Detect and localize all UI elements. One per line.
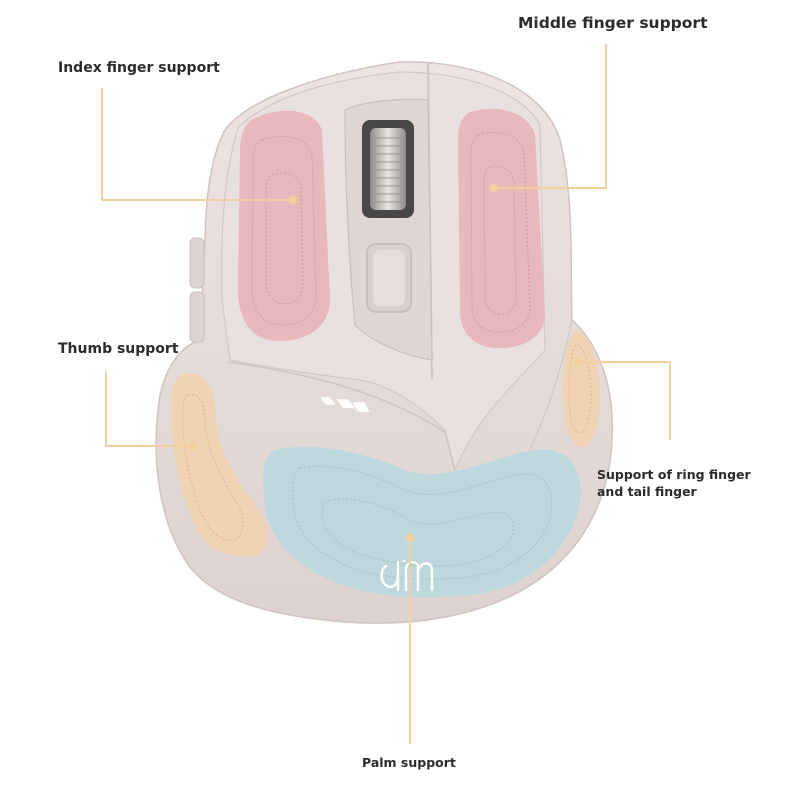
leader-lines (101, 44, 671, 744)
label-palm-support: Palm support (362, 755, 456, 770)
leader-dot-middle (489, 183, 499, 193)
leader-dot-palm (405, 533, 415, 543)
side-button-back (189, 291, 205, 343)
side-button-forward (189, 237, 205, 289)
label-ring-tail-finger-support: Support of ring finger and tail finger (597, 466, 751, 500)
middle-finger-pad (458, 108, 545, 349)
leader-middle (494, 44, 607, 189)
palm-pad (263, 446, 581, 598)
leader-dots (187, 183, 583, 543)
label-ring-tail-line2: and tail finger (597, 484, 697, 499)
index-finger-pad (238, 110, 330, 341)
leader-dot-ring (573, 357, 583, 367)
inphic-logo (380, 559, 434, 592)
scroll-wheel-icon (362, 120, 414, 218)
label-index-finger-support: Index finger support (58, 60, 220, 76)
leader-index (101, 88, 293, 201)
ring-tail-finger-pad (563, 329, 601, 448)
label-thumb-support: Thumb support (58, 341, 179, 357)
label-middle-finger-support: Middle finger support (518, 14, 708, 32)
dpi-indicator-lights (319, 396, 371, 413)
leader-dot-index (288, 195, 298, 205)
thumb-pad (170, 373, 268, 557)
leader-dot-thumb (187, 441, 197, 451)
dpi-button-icon (366, 243, 412, 313)
label-ring-tail-line1: Support of ring finger (597, 467, 751, 482)
leader-thumb (105, 371, 192, 447)
